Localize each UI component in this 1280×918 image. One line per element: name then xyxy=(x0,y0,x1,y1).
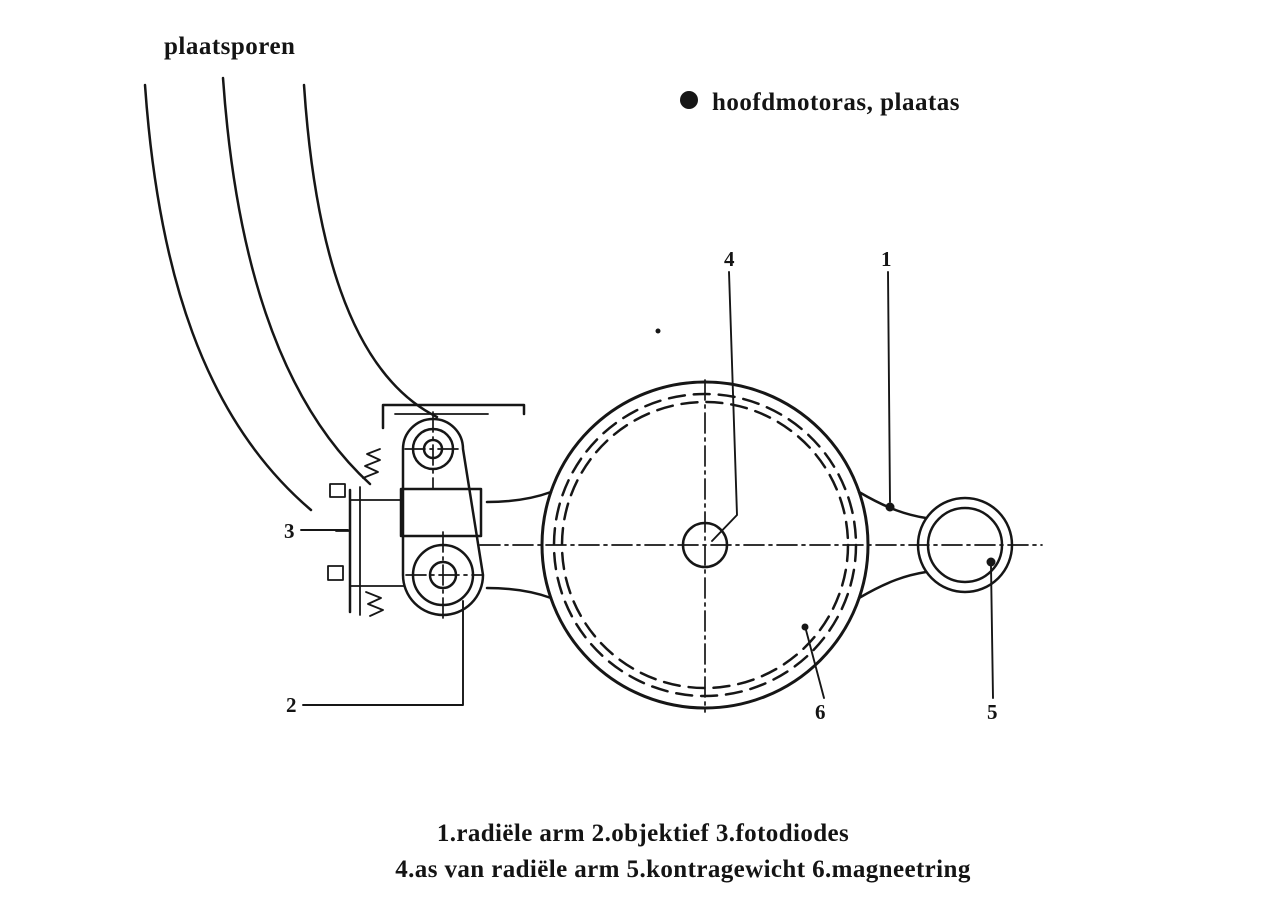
callout-6-leader xyxy=(805,629,825,699)
callout-5-leader xyxy=(990,565,994,699)
photodiode-bracket xyxy=(327,448,405,617)
bracket-block-top xyxy=(329,483,346,498)
callout-5-label: 5 xyxy=(987,700,998,724)
left-neck-top xyxy=(485,490,553,504)
callout-2-label: 2 xyxy=(286,693,297,717)
callout-4-leader xyxy=(711,271,738,542)
callout-4-label: 4 xyxy=(724,247,735,271)
pickup-assembly xyxy=(327,403,526,623)
caption: 1.radiële arm 2.objektief 3.fotodiodes 4… xyxy=(395,820,971,883)
callout-1-leader xyxy=(887,271,891,503)
callout-6-label: 6 xyxy=(815,700,826,724)
disc-track-curves xyxy=(143,76,439,512)
track-curve-2 xyxy=(221,76,372,486)
plaatsporen-label: plaatsporen xyxy=(164,33,295,60)
spring-zigzag-top xyxy=(362,448,381,479)
right-neck-top xyxy=(857,490,928,520)
callout-5-dot xyxy=(986,557,996,567)
lens-housing-rect xyxy=(399,487,483,538)
spring-zigzag-bottom xyxy=(365,591,384,617)
callouts: 4 1 3 2 6 5 xyxy=(284,247,998,724)
caption-line-2: 4.as van radiële arm 5.kontragewicht 6.m… xyxy=(395,856,971,883)
callout-2-leader xyxy=(302,600,464,706)
print-speck xyxy=(655,328,661,334)
right-neck-bottom xyxy=(857,570,928,600)
pickup-top-bracket xyxy=(381,403,526,430)
bracket-block-bottom xyxy=(327,565,344,581)
callout-6-dot xyxy=(801,623,809,631)
legend-label: hoofdmotoras, plaatas xyxy=(712,89,960,116)
pickup-body-outline xyxy=(401,417,485,617)
callout-1-dot xyxy=(885,502,895,512)
counterweight-outer-circle xyxy=(916,496,1014,594)
centerlines xyxy=(479,379,1043,713)
left-neck-bottom xyxy=(485,586,553,600)
callout-3-label: 3 xyxy=(284,519,295,543)
track-curve-1 xyxy=(143,83,313,512)
callout-1-label: 1 xyxy=(881,247,892,271)
track-curve-3 xyxy=(302,83,439,419)
caption-line-1: 1.radiële arm 2.objektief 3.fotodiodes xyxy=(437,820,849,847)
legend-dot-icon xyxy=(680,91,698,109)
legend: hoofdmotoras, plaatas xyxy=(680,89,960,116)
